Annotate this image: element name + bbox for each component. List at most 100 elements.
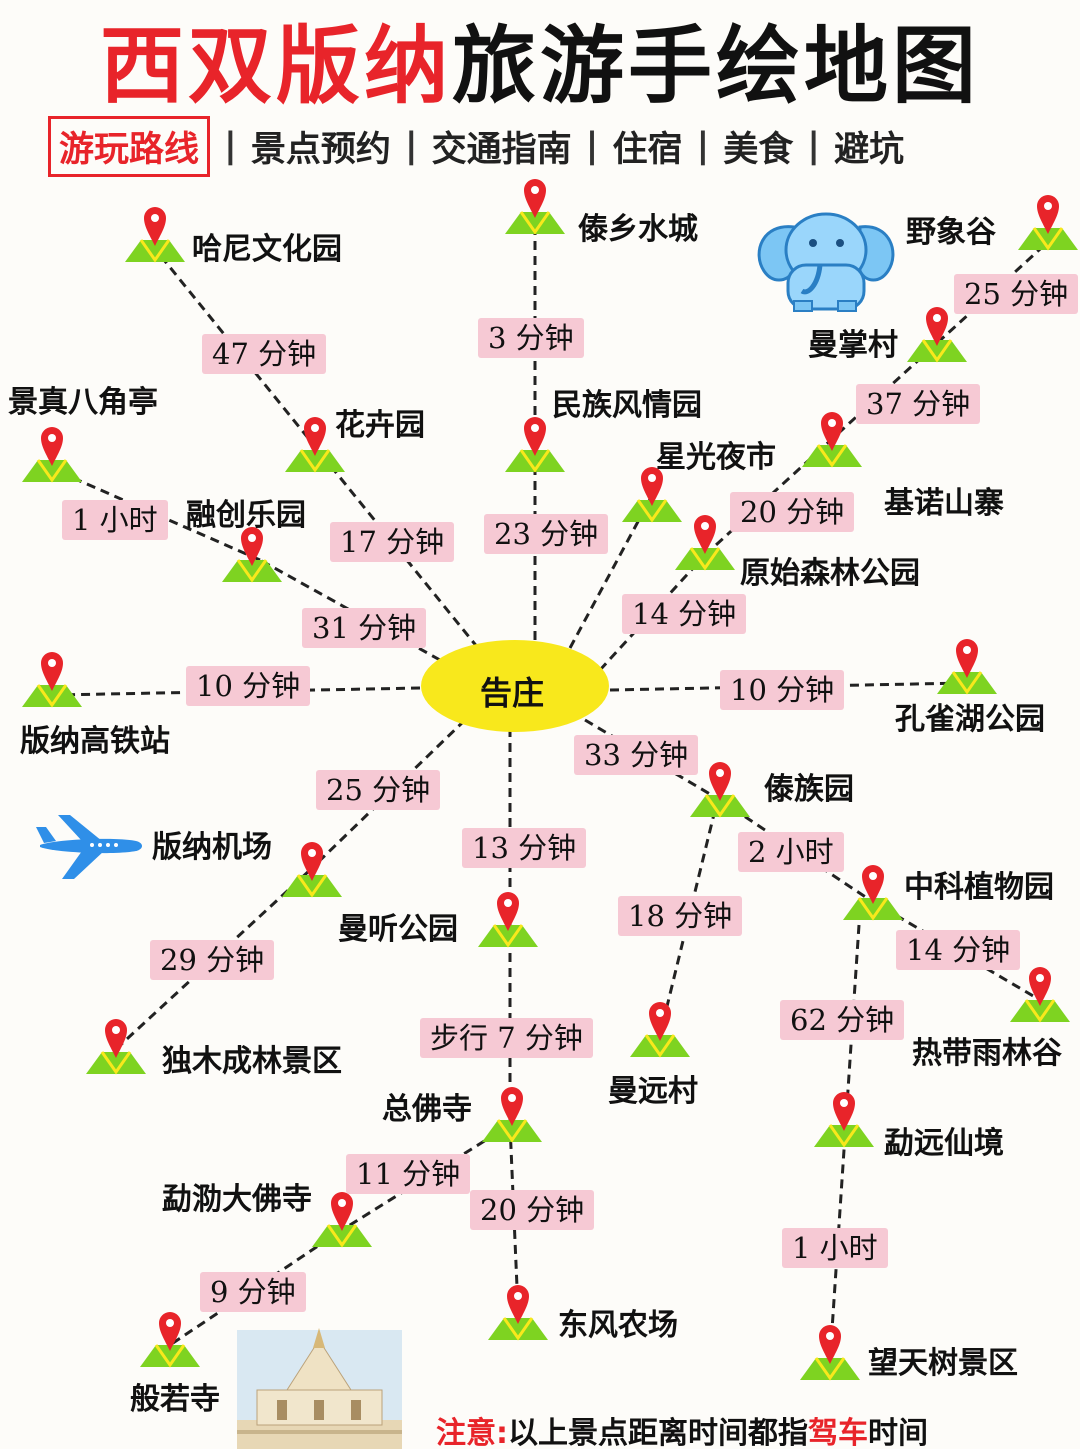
page-title: 西双版纳旅游手绘地图 xyxy=(0,18,1080,114)
map-pin-icon xyxy=(285,417,345,473)
place-kongque[interactable]: 孔雀湖公园 xyxy=(895,702,1045,737)
nav-lodging-tab[interactable]: 住宿 xyxy=(612,129,683,170)
map-pin-icon xyxy=(312,1192,372,1248)
place-yuanshi[interactable]: 原始森林公园 xyxy=(740,556,920,591)
map-pin-icon xyxy=(505,417,565,473)
map-pin-icon xyxy=(1010,967,1070,1023)
map-pin-icon xyxy=(937,639,997,695)
temple-photo xyxy=(237,1328,402,1449)
place-jingzhen[interactable]: 景真八角亭 xyxy=(8,385,158,420)
center-gaozhuang[interactable]: 告庄 xyxy=(480,674,545,712)
time-tag: 37 分钟 xyxy=(856,384,981,424)
place-jichang[interactable]: 版纳机场 xyxy=(152,830,272,865)
map-pin-icon xyxy=(22,652,82,708)
place-manzhang[interactable]: 曼掌村 xyxy=(808,328,898,363)
place-huahui[interactable]: 花卉园 xyxy=(335,408,425,443)
map-pin-icon xyxy=(482,1087,542,1143)
map-pin-icon xyxy=(1018,195,1078,251)
note-label: 注意: xyxy=(436,1416,508,1449)
time-tag: 1 小时 xyxy=(62,500,168,540)
time-tag: 9 分钟 xyxy=(200,1272,306,1312)
map-pin-icon xyxy=(222,527,282,583)
time-tag: 33 分钟 xyxy=(574,735,699,775)
place-manyuan[interactable]: 曼远村 xyxy=(608,1074,698,1109)
map-pin-icon xyxy=(86,1019,146,1075)
airplane-icon xyxy=(36,815,142,879)
map-pin-icon xyxy=(282,842,342,898)
map-pin-icon xyxy=(630,1002,690,1058)
map-pin-icon xyxy=(488,1285,548,1341)
place-daizu[interactable]: 傣族园 xyxy=(764,772,854,807)
map-pin-icon xyxy=(802,412,862,468)
place-redai[interactable]: 热带雨林谷 xyxy=(912,1036,1062,1071)
center-ellipse xyxy=(421,640,609,732)
map-pin-icon xyxy=(690,762,750,818)
place-minzu[interactable]: 民族风情园 xyxy=(552,388,702,423)
time-tag: 14 分钟 xyxy=(622,594,747,634)
markers-layer xyxy=(22,179,1078,1381)
map-pin-icon xyxy=(622,467,682,523)
time-tag: 11 分钟 xyxy=(346,1154,471,1194)
time-tag: 62 分钟 xyxy=(780,1000,905,1040)
map-pin-icon xyxy=(907,307,967,363)
time-tag: 29 分钟 xyxy=(150,940,275,980)
note-text-end: 时间 xyxy=(868,1416,928,1449)
nav-separator: | xyxy=(585,126,599,166)
time-tag: 25 分钟 xyxy=(954,274,1079,314)
place-yexiang[interactable]: 野象谷 xyxy=(906,215,996,250)
place-mengyuan[interactable]: 勐远仙境 xyxy=(884,1126,1004,1161)
nav-separator: | xyxy=(224,126,237,166)
footer-note: 注意:以上景点距离时间都指驾车时间 xyxy=(436,1408,928,1449)
time-tag: 2 小时 xyxy=(738,832,844,872)
map-pin-icon xyxy=(140,1312,200,1368)
map-pin-icon xyxy=(22,427,82,483)
nav-food-tab[interactable]: 美食 xyxy=(723,129,794,170)
place-wangtian[interactable]: 望天树景区 xyxy=(868,1346,1018,1381)
place-bore[interactable]: 般若寺 xyxy=(130,1382,220,1417)
time-tag: 20 分钟 xyxy=(730,492,855,532)
nav-separator: | xyxy=(696,126,710,166)
place-jinuo[interactable]: 基诺山寨 xyxy=(884,486,1004,521)
time-tag: 47 分钟 xyxy=(202,334,327,374)
place-daixiang[interactable]: 傣乡水城 xyxy=(578,212,698,247)
time-tag: 步行 7 分钟 xyxy=(420,1018,593,1058)
time-tag: 14 分钟 xyxy=(896,930,1021,970)
nav-route-tab[interactable]: 游玩路线 xyxy=(48,115,211,177)
place-zhongke[interactable]: 中科植物园 xyxy=(904,870,1054,905)
nav-booking-tab[interactable]: 景点预约 xyxy=(250,129,391,170)
place-dongfeng[interactable]: 东风农场 xyxy=(558,1308,678,1343)
note-text: 以上景点距离时间都指 xyxy=(508,1416,808,1449)
nav-transport-tab[interactable]: 交通指南 xyxy=(431,129,572,170)
title-black-part: 旅游手绘地图 xyxy=(452,17,981,115)
map-pin-icon xyxy=(814,1092,874,1148)
time-tag: 10 分钟 xyxy=(720,670,845,710)
elephant-icon xyxy=(757,212,895,312)
place-menghai[interactable]: 勐泐大佛寺 xyxy=(162,1182,312,1217)
time-tag: 25 分钟 xyxy=(316,770,441,810)
time-tag: 17 分钟 xyxy=(330,522,455,562)
time-tag: 23 分钟 xyxy=(484,514,609,554)
place-hani[interactable]: 哈尼文化园 xyxy=(192,232,342,267)
place-gaotie[interactable]: 版纳高铁站 xyxy=(20,724,170,759)
map-pin-icon xyxy=(125,207,185,263)
time-tag: 3 分钟 xyxy=(478,318,584,358)
time-tag: 13 分钟 xyxy=(462,828,587,868)
time-tag: 1 小时 xyxy=(782,1228,888,1268)
time-tag: 10 分钟 xyxy=(186,666,311,706)
time-tag: 18 分钟 xyxy=(618,896,743,936)
place-xingguang[interactable]: 星光夜市 xyxy=(656,440,776,475)
time-tag: 20 分钟 xyxy=(470,1190,595,1230)
nav-pitfalls-tab[interactable]: 避坑 xyxy=(834,129,905,170)
place-manting[interactable]: 曼听公园 xyxy=(338,912,458,947)
top-nav: 游玩路线 | 景点预约 | 交通指南 | 住宿 | 美食 | 避坑 xyxy=(48,115,1048,177)
place-rongchuang[interactable]: 融创乐园 xyxy=(186,498,306,533)
map-pin-icon xyxy=(505,179,565,235)
place-dumu[interactable]: 独木成林景区 xyxy=(162,1044,342,1079)
map-pin-icon xyxy=(478,892,538,948)
map-pin-icon xyxy=(675,515,735,571)
nav-separator: | xyxy=(404,126,418,166)
map-pin-icon xyxy=(843,865,903,921)
place-zongfo[interactable]: 总佛寺 xyxy=(382,1092,472,1127)
